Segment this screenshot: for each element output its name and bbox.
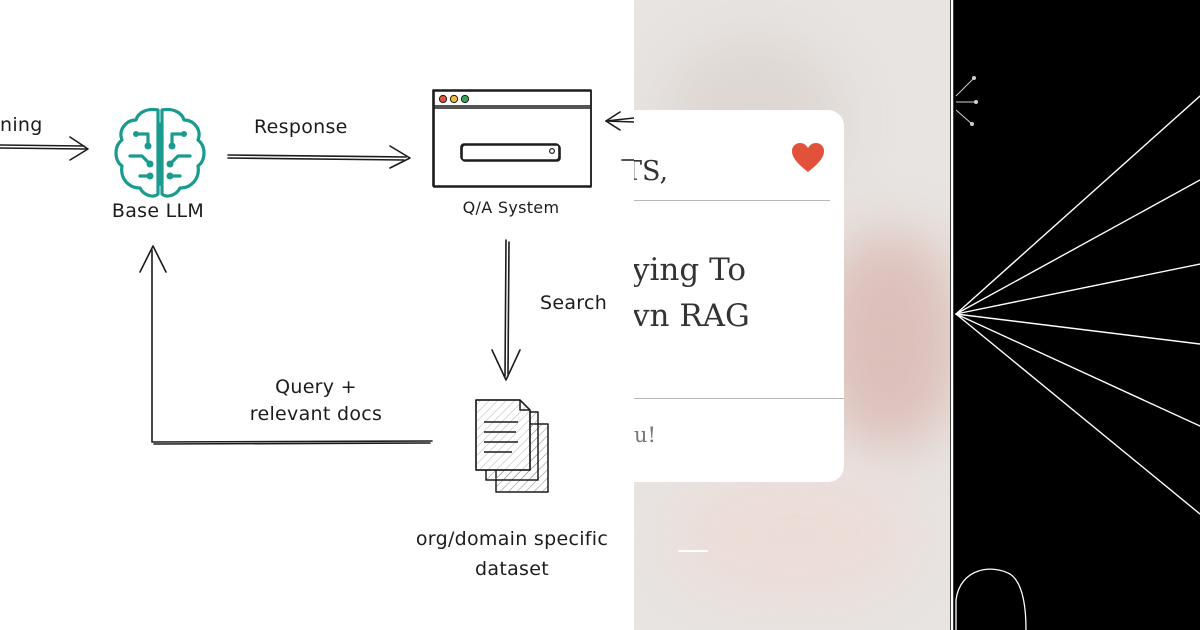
- background-blur-light: [674, 470, 914, 600]
- line-art-rays: [955, 95, 1200, 515]
- base-llm-label: Base LLM: [111, 200, 205, 222]
- input-fragment-label: ning: [0, 114, 43, 136]
- query-label-line-2: relevant docs: [249, 403, 383, 425]
- heart-icon[interactable]: [790, 142, 826, 174]
- dataset-label: org/domain specific dataset: [400, 524, 624, 584]
- card-line-1: TS,: [634, 156, 669, 187]
- qa-system-window-icon: [432, 89, 592, 188]
- article-card[interactable]: TS, ying To vn RAG u!: [634, 110, 844, 482]
- search-arrow: [491, 239, 521, 381]
- card-line-2: ying To: [634, 252, 747, 288]
- response-arrow: [227, 145, 411, 169]
- card-divider-top: [634, 200, 830, 201]
- query-label-line-1: Query +: [275, 376, 357, 398]
- line-art: [950, 0, 1200, 630]
- article-card-panel: TS, ying To vn RAG u!: [634, 0, 950, 630]
- dataset-label-line-2: dataset: [475, 558, 549, 580]
- brain-circuit-icon: [114, 107, 206, 198]
- page-indicator: [678, 550, 708, 552]
- document-stack-icon: [475, 399, 549, 493]
- line-art-arch: [955, 568, 1027, 630]
- search-label: Search: [540, 292, 608, 314]
- card-line-3: vn RAG: [634, 298, 750, 334]
- response-label: Response: [254, 116, 348, 138]
- card-footer: u!: [634, 423, 656, 447]
- query-arrow: [139, 245, 433, 445]
- input-arrow: [0, 136, 89, 161]
- line-art-spark: [955, 76, 978, 126]
- line-art-panel: [950, 0, 1200, 630]
- rag-diagram-panel: ning Response Base LLM Q/A System Search…: [0, 89, 634, 584]
- diagram-connectors: [0, 111, 634, 445]
- qa-system-label: Q/A System: [462, 198, 560, 217]
- card-divider-bottom: [634, 398, 844, 399]
- card-edge-arrow: [605, 111, 634, 161]
- dataset-label-line-1: org/domain specific: [415, 528, 609, 550]
- query-label: Query + relevant docs: [226, 374, 406, 428]
